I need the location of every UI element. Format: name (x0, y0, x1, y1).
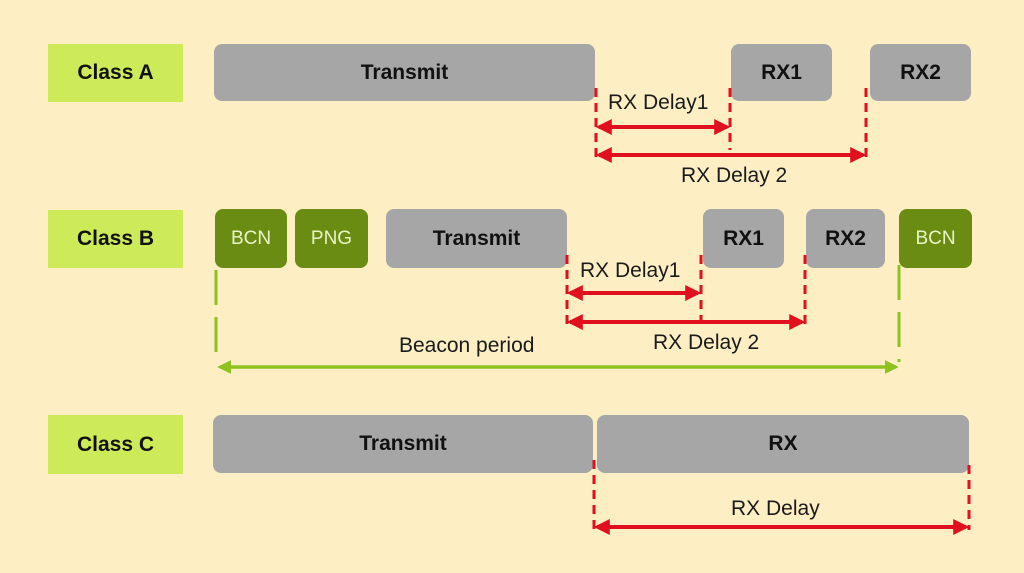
class-b-rx-delay1-label: RX Delay1 (580, 259, 681, 282)
class-c-rx-window: RX (597, 415, 969, 473)
class-a-transmit-window: Transmit (214, 44, 595, 101)
class-a-rx1-window: RX1 (731, 44, 832, 101)
class-b-rx1-window: RX1 (703, 209, 784, 268)
class-a-label: Class A (48, 44, 183, 102)
class-c-transmit-window: Transmit (213, 415, 593, 473)
class-a-rx2-window: RX2 (870, 44, 971, 101)
class-b-beacon-block: BCN (215, 209, 287, 268)
class-b-rx-delay2-label: RX Delay 2 (653, 331, 760, 354)
class-b-rx2-window: RX2 (806, 209, 885, 268)
class-b-label: Class B (48, 210, 183, 268)
class-c-rx-delay-label: RX Delay (731, 497, 820, 520)
beacon-period-label: Beacon period (399, 334, 535, 357)
class-c-label: Class C (48, 415, 183, 474)
class-a-rx-delay1-label: RX Delay1 (608, 91, 709, 114)
class-a-rx-delay2-label: RX Delay 2 (681, 164, 788, 187)
class-b-next-beacon-block: BCN (899, 209, 972, 268)
class-b-ping-block: PNG (295, 209, 368, 268)
class-b-transmit-window: Transmit (386, 209, 567, 268)
